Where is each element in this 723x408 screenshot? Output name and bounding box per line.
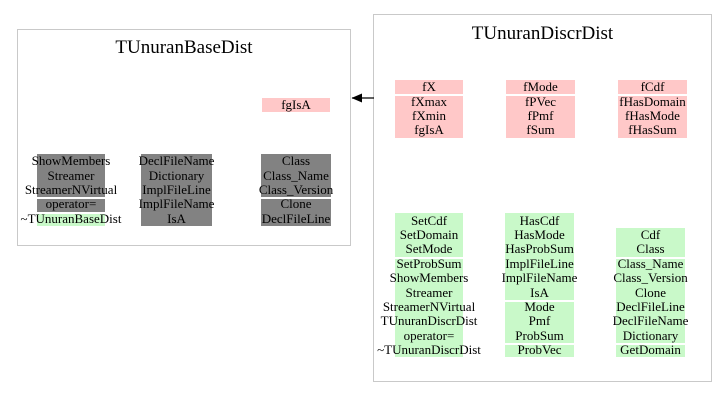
member-label: fMode [523,79,558,95]
member-label: fSum [526,122,555,138]
member-label: TUnuranDiscrDist [380,313,478,329]
member-label: DeclFileName [138,153,215,169]
member-label: fHasDomain [619,93,686,109]
member-label: ProbVec [517,342,562,358]
member-group: ProbVec [505,342,574,358]
member-label: fXmax [410,93,448,109]
member-label: Class_Version [613,270,688,286]
member-group: fCdf [618,79,687,95]
member-label: fgIsA [414,122,444,138]
member-label: Class [281,153,311,169]
member-label: ImplFileLine [505,255,574,271]
member-label: ImplFileName [138,196,215,212]
member-label: ~TUnuranBaseDist [20,210,122,226]
member-label: SetDomain [399,226,459,242]
member-group: fMode [506,79,575,95]
inheritance-arrow-icon [350,91,374,103]
member-label: HasCdf [519,212,560,228]
member-label: IsA [530,284,549,300]
member-label: fPVec [524,93,557,109]
member-label: SetProbSum [396,255,462,271]
member-label: Class_Name [263,167,329,183]
member-group: ~TUnuranBaseDist [20,210,122,226]
member-label: ProbSum [515,327,564,343]
member-label: DeclFileLine [616,298,685,314]
member-group: GetDomain [616,342,685,358]
member-label: Streamer [47,167,95,183]
member-label: Dictionary [148,167,205,183]
member-label: Class_Name [617,255,684,271]
member-label: Cdf [640,227,661,242]
member-label: ShowMembers [31,153,111,169]
member-label: Dictionary [622,327,679,343]
member-label: Class [636,241,665,257]
member-label: HasMode [514,226,565,242]
member-label: DeclFileLine [261,210,331,226]
class-title-left: TUnuranBaseDist [115,37,253,58]
member-label: Mode [524,298,555,314]
member-label: fHasMode [625,107,680,123]
member-label: fX [422,79,436,95]
member-label: fCdf [640,79,665,95]
member-label: ~TUnuranDiscrDist [377,342,481,358]
member-label: Class_Version [258,181,334,197]
member-label: SetMode [405,241,453,257]
member-label: ImplFileLine [142,181,211,197]
member-label: fPmf [527,107,554,123]
member-label: fgIsA [281,97,311,113]
member-label: ImplFileName [501,270,578,286]
member-group: fgIsA [262,97,330,113]
member-label: GetDomain [620,342,681,358]
member-label: HasProbSum [505,241,574,257]
class-title-right: TUnuranDiscrDist [471,23,614,44]
member-label: Clone [634,284,667,300]
member-group: operator= [37,196,105,212]
member-label: fHasSum [628,122,677,138]
member-label: operator= [45,196,97,212]
member-label: ShowMembers [389,270,469,286]
member-label: SetCdf [410,212,448,228]
member-label: Clone [280,196,312,212]
member-label: DeclFileName [612,313,689,329]
member-label: fXmin [412,107,446,123]
member-label: StreamerNVirtual [24,181,118,197]
member-label: operator= [403,327,455,343]
member-label: Pmf [528,313,551,329]
member-label: StreamerNVirtual [382,298,476,314]
member-label: IsA [167,210,186,226]
member-label: Streamer [405,284,453,300]
member-group: fX [395,79,463,95]
member-column: fgIsA [262,97,330,113]
